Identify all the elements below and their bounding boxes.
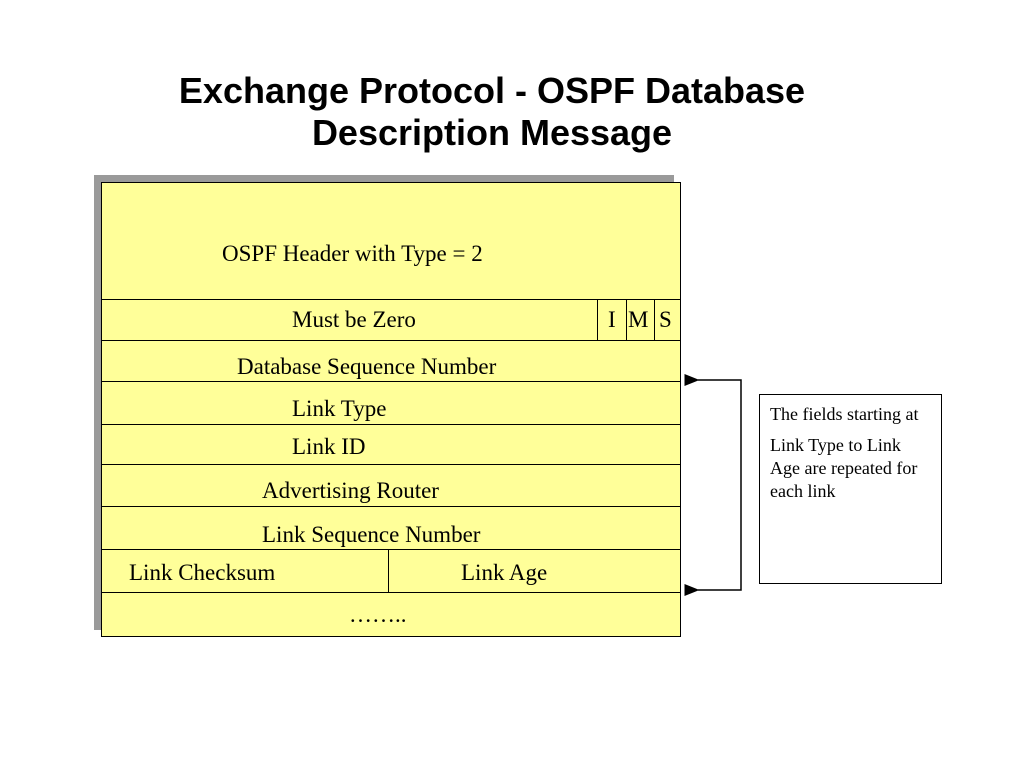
note-para-2: Link Type to Link Age are repeated for e… bbox=[770, 435, 918, 501]
row-db-sequence: Database Sequence Number bbox=[102, 341, 680, 382]
row-link-id: Link ID bbox=[102, 425, 680, 465]
ospf-header-label: OSPF Header with Type = 2 bbox=[222, 241, 483, 266]
bracket-line bbox=[705, 379, 742, 591]
flag-m: M bbox=[628, 307, 649, 332]
title-line-1: Exchange Protocol - OSPF Database bbox=[178, 70, 806, 111]
link-checksum-label: Link Checksum bbox=[129, 560, 276, 585]
link-type-label: Link Type bbox=[292, 396, 387, 421]
flag-s: S bbox=[659, 307, 672, 332]
title-line-2: Description Message bbox=[311, 112, 673, 153]
flag-divider-1 bbox=[597, 300, 598, 340]
page-title: Exchange Protocol - OSPF Database Descri… bbox=[0, 70, 984, 154]
db-sequence-label: Database Sequence Number bbox=[237, 354, 497, 379]
row-advertising-router: Advertising Router bbox=[102, 465, 680, 507]
link-age-label: Link Age bbox=[461, 560, 548, 585]
repeat-note: The fields starting at Link Type to Link… bbox=[759, 394, 942, 584]
row-checksum-age: Link Checksum Link Age bbox=[102, 550, 680, 593]
ellipsis-label: …….. bbox=[349, 602, 407, 627]
flag-divider-3 bbox=[654, 300, 655, 340]
note-para-1: The fields starting at bbox=[770, 404, 919, 424]
flag-i: I bbox=[608, 307, 616, 332]
row-ospf-header: OSPF Header with Type = 2 bbox=[102, 183, 680, 300]
advertising-router-label: Advertising Router bbox=[262, 478, 439, 503]
flag-divider-2 bbox=[626, 300, 627, 340]
row-must-be-zero: Must be Zero I M S bbox=[102, 300, 680, 341]
row-link-sequence: Link Sequence Number bbox=[102, 507, 680, 550]
checksum-age-divider bbox=[388, 550, 389, 592]
link-id-label: Link ID bbox=[292, 434, 366, 459]
row-ellipsis: …….. bbox=[102, 593, 680, 636]
must-be-zero-label: Must be Zero bbox=[292, 307, 416, 332]
packet-format-table: OSPF Header with Type = 2 Must be Zero I… bbox=[101, 182, 681, 637]
link-sequence-label: Link Sequence Number bbox=[262, 522, 481, 547]
row-link-type: Link Type bbox=[102, 382, 680, 425]
